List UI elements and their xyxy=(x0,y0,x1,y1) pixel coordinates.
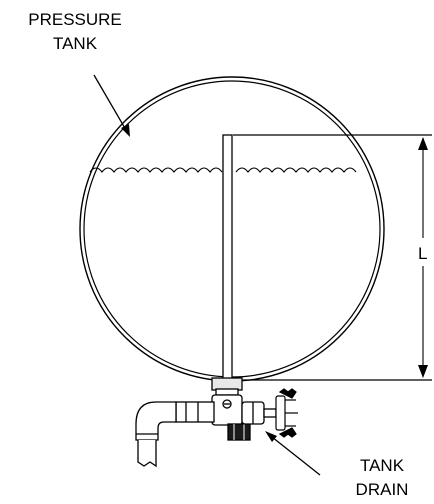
water-surface xyxy=(89,167,357,173)
dip-tube-icon xyxy=(222,134,233,381)
pressure-tank-label-line2: TANK xyxy=(53,34,98,53)
level-dimension-label: L xyxy=(418,244,427,263)
tank-drain-label-line2: DRAIN xyxy=(356,480,409,499)
handwheel-icon xyxy=(275,388,298,438)
level-dimension xyxy=(233,134,432,381)
tank-drain-leader xyxy=(265,431,321,476)
pressure-tank-leader xyxy=(93,74,130,137)
tank-drain-label-line1: TANK xyxy=(360,456,405,475)
pressure-tank-label-line1: PRESSURE xyxy=(28,10,122,29)
drain-valve-icon xyxy=(135,377,277,468)
